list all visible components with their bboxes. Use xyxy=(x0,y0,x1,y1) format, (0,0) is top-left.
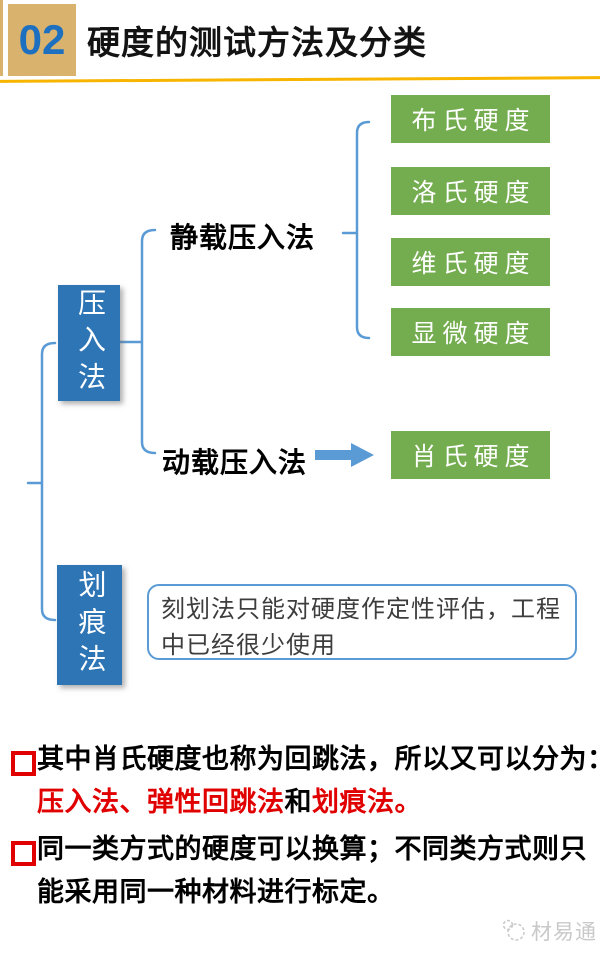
conjunction-text: 和 xyxy=(284,787,312,817)
hardness-box-shore: 肖氏硬度 xyxy=(391,431,550,479)
bullet-1-line-1: 其中肖氏硬度也称为回跳法，所以又可以分为： xyxy=(37,744,600,774)
hardness-box-vickers: 维氏硬度 xyxy=(391,238,550,286)
emphasis-scratch: 划痕法。 xyxy=(312,787,422,817)
dynamic-arrow xyxy=(315,443,374,467)
method-box-scratch: 划痕法 xyxy=(57,565,122,685)
bullet-square-icon xyxy=(11,751,36,776)
watermark-label: 材易通 xyxy=(531,921,597,944)
bracket-indentation-group xyxy=(118,228,157,455)
hardness-box-rockwell: 洛氏硬度 xyxy=(391,167,550,215)
bracket-static-group xyxy=(341,120,371,340)
bracket-root-group xyxy=(26,341,57,622)
bullet-1: 其中肖氏硬度也称为回跳法，所以又可以分为： 压入法、弹性回跳法和划痕法。 xyxy=(37,738,600,824)
page-title: 硬度的测试方法及分类 xyxy=(87,24,427,61)
section-number: 02 xyxy=(18,16,66,63)
bullet-1-line-2: 压入法、弹性回跳法和划痕法。 xyxy=(37,781,597,824)
method-box-indentation: 压入法 xyxy=(58,285,120,401)
bullet-2-line-2: 能采用同一种材料进行标定。 xyxy=(37,877,395,907)
label-dynamic-indentation: 动载压入法 xyxy=(162,447,308,478)
bullet-2-line-1: 同一类方式的硬度可以换算；不同类方式则只 xyxy=(37,834,587,864)
emphasis-indentation-rebound: 压入法、弹性回跳法 xyxy=(37,787,285,817)
scratch-method-note: 刻划法只能对硬度作定性评估，工程中已经很少使用 xyxy=(147,584,577,660)
watermark-logo-icon xyxy=(502,919,525,941)
bullet-square-icon xyxy=(11,841,36,866)
left-edge-strip xyxy=(0,0,3,76)
bullet-2: 同一类方式的硬度可以换算；不同类方式则只 能采用同一种材料进行标定。 xyxy=(37,828,597,914)
section-number-badge: 02 xyxy=(8,4,76,76)
hardness-box-micro: 显微硬度 xyxy=(391,308,550,356)
hardness-box-brinell: 布氏硬度 xyxy=(391,95,550,143)
label-static-indentation: 静载压入法 xyxy=(170,222,316,253)
watermark: 材易通 xyxy=(501,916,597,946)
